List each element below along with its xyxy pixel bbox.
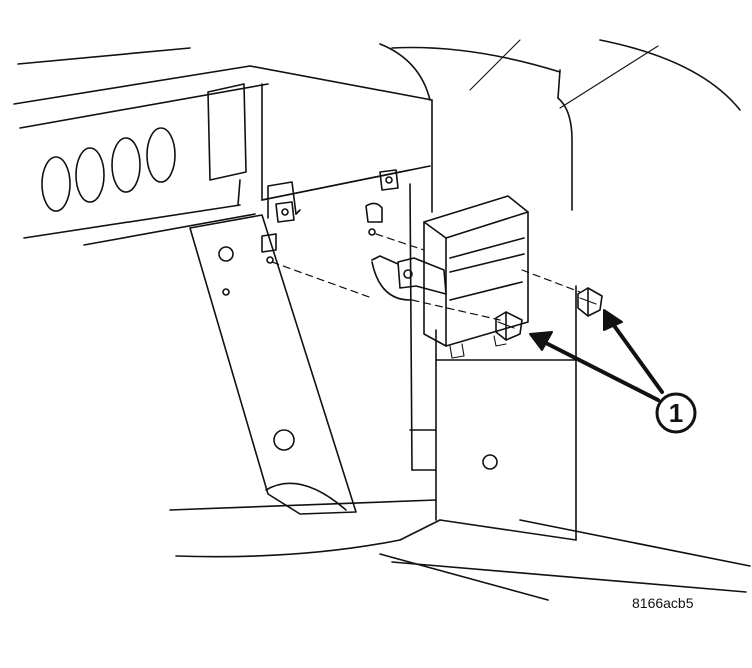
mounting-bolt-lower <box>495 311 523 341</box>
mounting-bolt-upper <box>577 287 603 317</box>
instrument-panel <box>13 39 741 246</box>
alignment-lines <box>271 233 581 321</box>
callout-1: 1 <box>655 392 697 434</box>
a-pillar <box>431 45 659 541</box>
air-vents <box>41 83 247 212</box>
floor-lines <box>169 499 751 601</box>
clip-nut-left <box>261 201 295 264</box>
clip-nut-right <box>365 169 399 236</box>
control-module <box>423 195 529 359</box>
mounting-plate <box>261 169 437 471</box>
callout-number: 1 <box>669 398 683 428</box>
figure-code: 8166acb5 <box>632 595 694 611</box>
callout-arrows <box>529 309 664 402</box>
support-bracket <box>189 214 357 515</box>
module-bracket-tab <box>397 257 447 295</box>
